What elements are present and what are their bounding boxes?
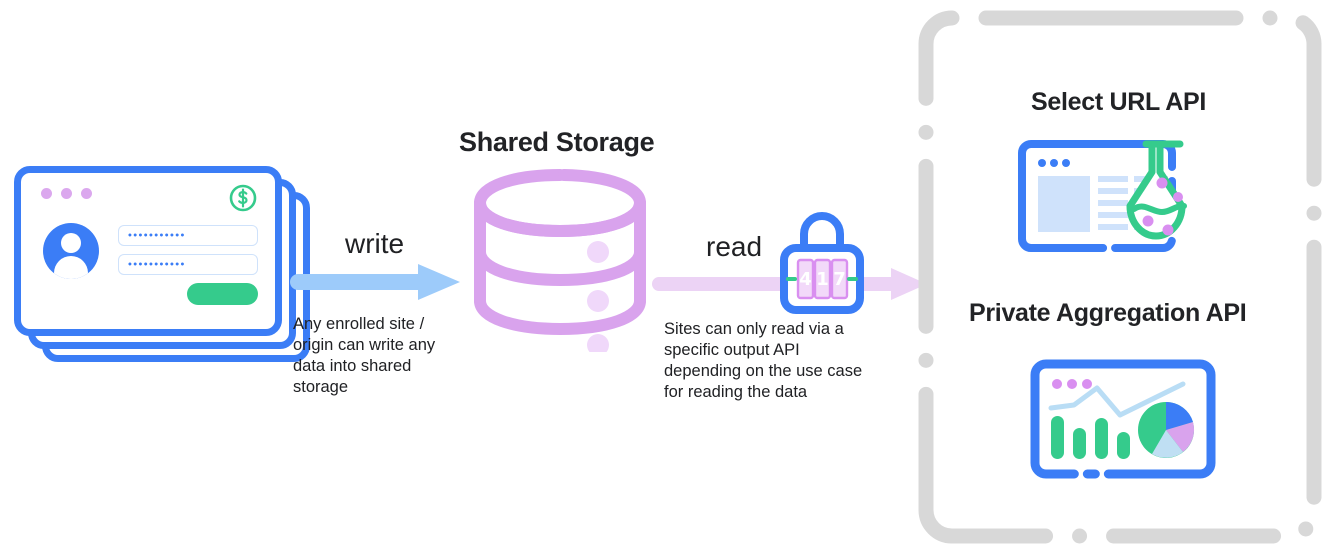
flask-icon bbox=[1126, 140, 1187, 240]
content-block bbox=[1038, 176, 1090, 232]
write-caption: Any enrolled site / origin can write any… bbox=[293, 314, 473, 398]
shared-storage-title: Shared Storage bbox=[459, 127, 655, 157]
write-caption-line-3: data into shared bbox=[293, 357, 412, 375]
combination-padlock-icon: 4 1 7 bbox=[780, 212, 864, 314]
storage-record-dot-3 bbox=[587, 334, 609, 352]
browser-window-dots bbox=[1038, 159, 1070, 167]
write-arrow bbox=[290, 264, 460, 300]
write-caption-line-1: Any enrolled site / bbox=[293, 315, 425, 333]
read-arrow-label: read bbox=[706, 231, 763, 262]
bar-series bbox=[1051, 416, 1130, 459]
user-avatar-icon bbox=[43, 223, 99, 279]
password-field[interactable]: ••••••••••• bbox=[118, 254, 258, 275]
database-cylinder-icon bbox=[473, 169, 647, 352]
browser-flask-icon bbox=[1018, 140, 1187, 252]
padlock-dial-1: 4 bbox=[799, 269, 812, 290]
storage-record-dot-1 bbox=[587, 241, 609, 263]
pie-series bbox=[1138, 401, 1195, 458]
window-dot-1 bbox=[41, 188, 52, 199]
output-apis-panel-border bbox=[918, 10, 1322, 544]
read-caption-line-2: specific output API bbox=[664, 341, 800, 359]
read-caption-line-3: depending on the use case bbox=[664, 362, 863, 380]
read-caption: Sites can only read via a specific outpu… bbox=[664, 319, 914, 403]
private-aggregation-api-title: Private Aggregation API bbox=[969, 299, 1247, 327]
select-url-api-title: Select URL API bbox=[1031, 88, 1207, 116]
read-caption-line-4: for reading the data bbox=[664, 383, 808, 401]
submit-button[interactable] bbox=[187, 283, 258, 305]
dollar-circle-icon bbox=[228, 183, 258, 213]
dashboard-window-dots bbox=[1052, 379, 1092, 389]
write-caption-line-2: origin can write any bbox=[293, 336, 436, 354]
padlock-dials: 4 1 7 bbox=[796, 258, 849, 300]
username-masked-value: ••••••••••• bbox=[128, 229, 186, 241]
login-card-front: ••••••••••• ••••••••••• bbox=[14, 166, 282, 336]
window-dots bbox=[41, 188, 92, 199]
read-caption-line-1: Sites can only read via a bbox=[664, 320, 844, 338]
avatar-head bbox=[61, 233, 81, 253]
padlock-dial-2: 1 bbox=[816, 269, 829, 290]
site-login-cards: ••••••••••• ••••••••••• bbox=[14, 166, 314, 366]
window-dot-2 bbox=[61, 188, 72, 199]
analytics-dashboard-icon bbox=[1030, 359, 1216, 479]
line-series bbox=[1048, 381, 1186, 418]
avatar-body bbox=[54, 256, 88, 279]
password-masked-value: ••••••••••• bbox=[128, 258, 186, 270]
username-field[interactable]: ••••••••••• bbox=[118, 225, 258, 246]
write-arrow-label: write bbox=[345, 228, 405, 259]
window-dot-3 bbox=[81, 188, 92, 199]
storage-record-dot-2 bbox=[587, 290, 609, 312]
write-caption-line-4: storage bbox=[293, 378, 349, 396]
padlock-dial-3: 7 bbox=[833, 269, 846, 290]
